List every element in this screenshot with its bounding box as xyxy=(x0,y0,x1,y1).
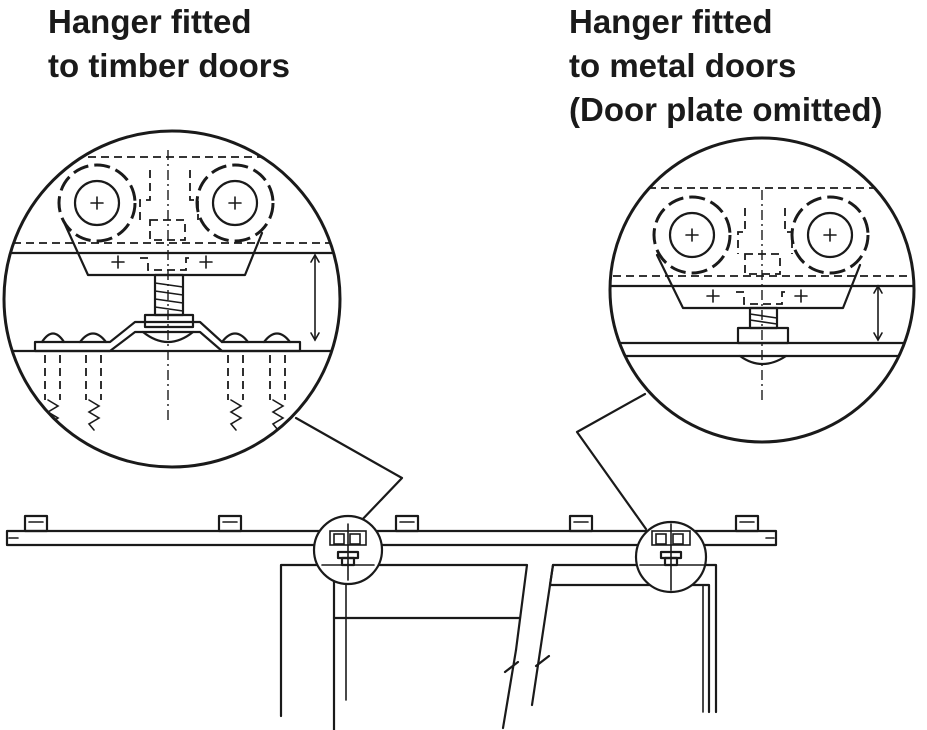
heading-metal-line-3: (Door plate omitted) xyxy=(569,91,883,128)
bracket-1 xyxy=(23,514,49,533)
track-fixing-brackets xyxy=(23,514,760,533)
detail-circle-timber xyxy=(2,129,342,469)
track-rail xyxy=(5,529,778,547)
heading-metal-line-1: Hanger fitted xyxy=(569,3,773,40)
screw-3 xyxy=(227,355,244,431)
wheel-left xyxy=(57,163,137,243)
callout-circle-timber xyxy=(312,514,384,586)
screw-4 xyxy=(269,355,286,431)
screw-2 xyxy=(85,355,102,431)
bracket-5 xyxy=(734,514,760,533)
heading-timber-line-2: to timber doors xyxy=(48,47,291,84)
heading-timber-line-1: Hanger fitted xyxy=(48,3,252,40)
leader-line-right xyxy=(575,392,648,531)
wheel-left-metal xyxy=(652,195,732,275)
bracket-3 xyxy=(394,514,420,533)
callout-circle-metal xyxy=(634,520,708,594)
heading-metal-doors: Hanger fitted to metal doors (Door plate… xyxy=(569,0,882,132)
heading-timber-doors: Hanger fitted to timber doors xyxy=(48,0,290,88)
heading-metal-line-2: to metal doors xyxy=(569,47,797,84)
bracket-2 xyxy=(217,514,243,533)
detail-circle-metal xyxy=(608,136,916,444)
metal-door xyxy=(530,563,718,714)
wheel-right xyxy=(195,163,275,243)
leader-line-left xyxy=(294,416,404,525)
bracket-4 xyxy=(568,514,594,533)
timber-door xyxy=(279,563,529,730)
